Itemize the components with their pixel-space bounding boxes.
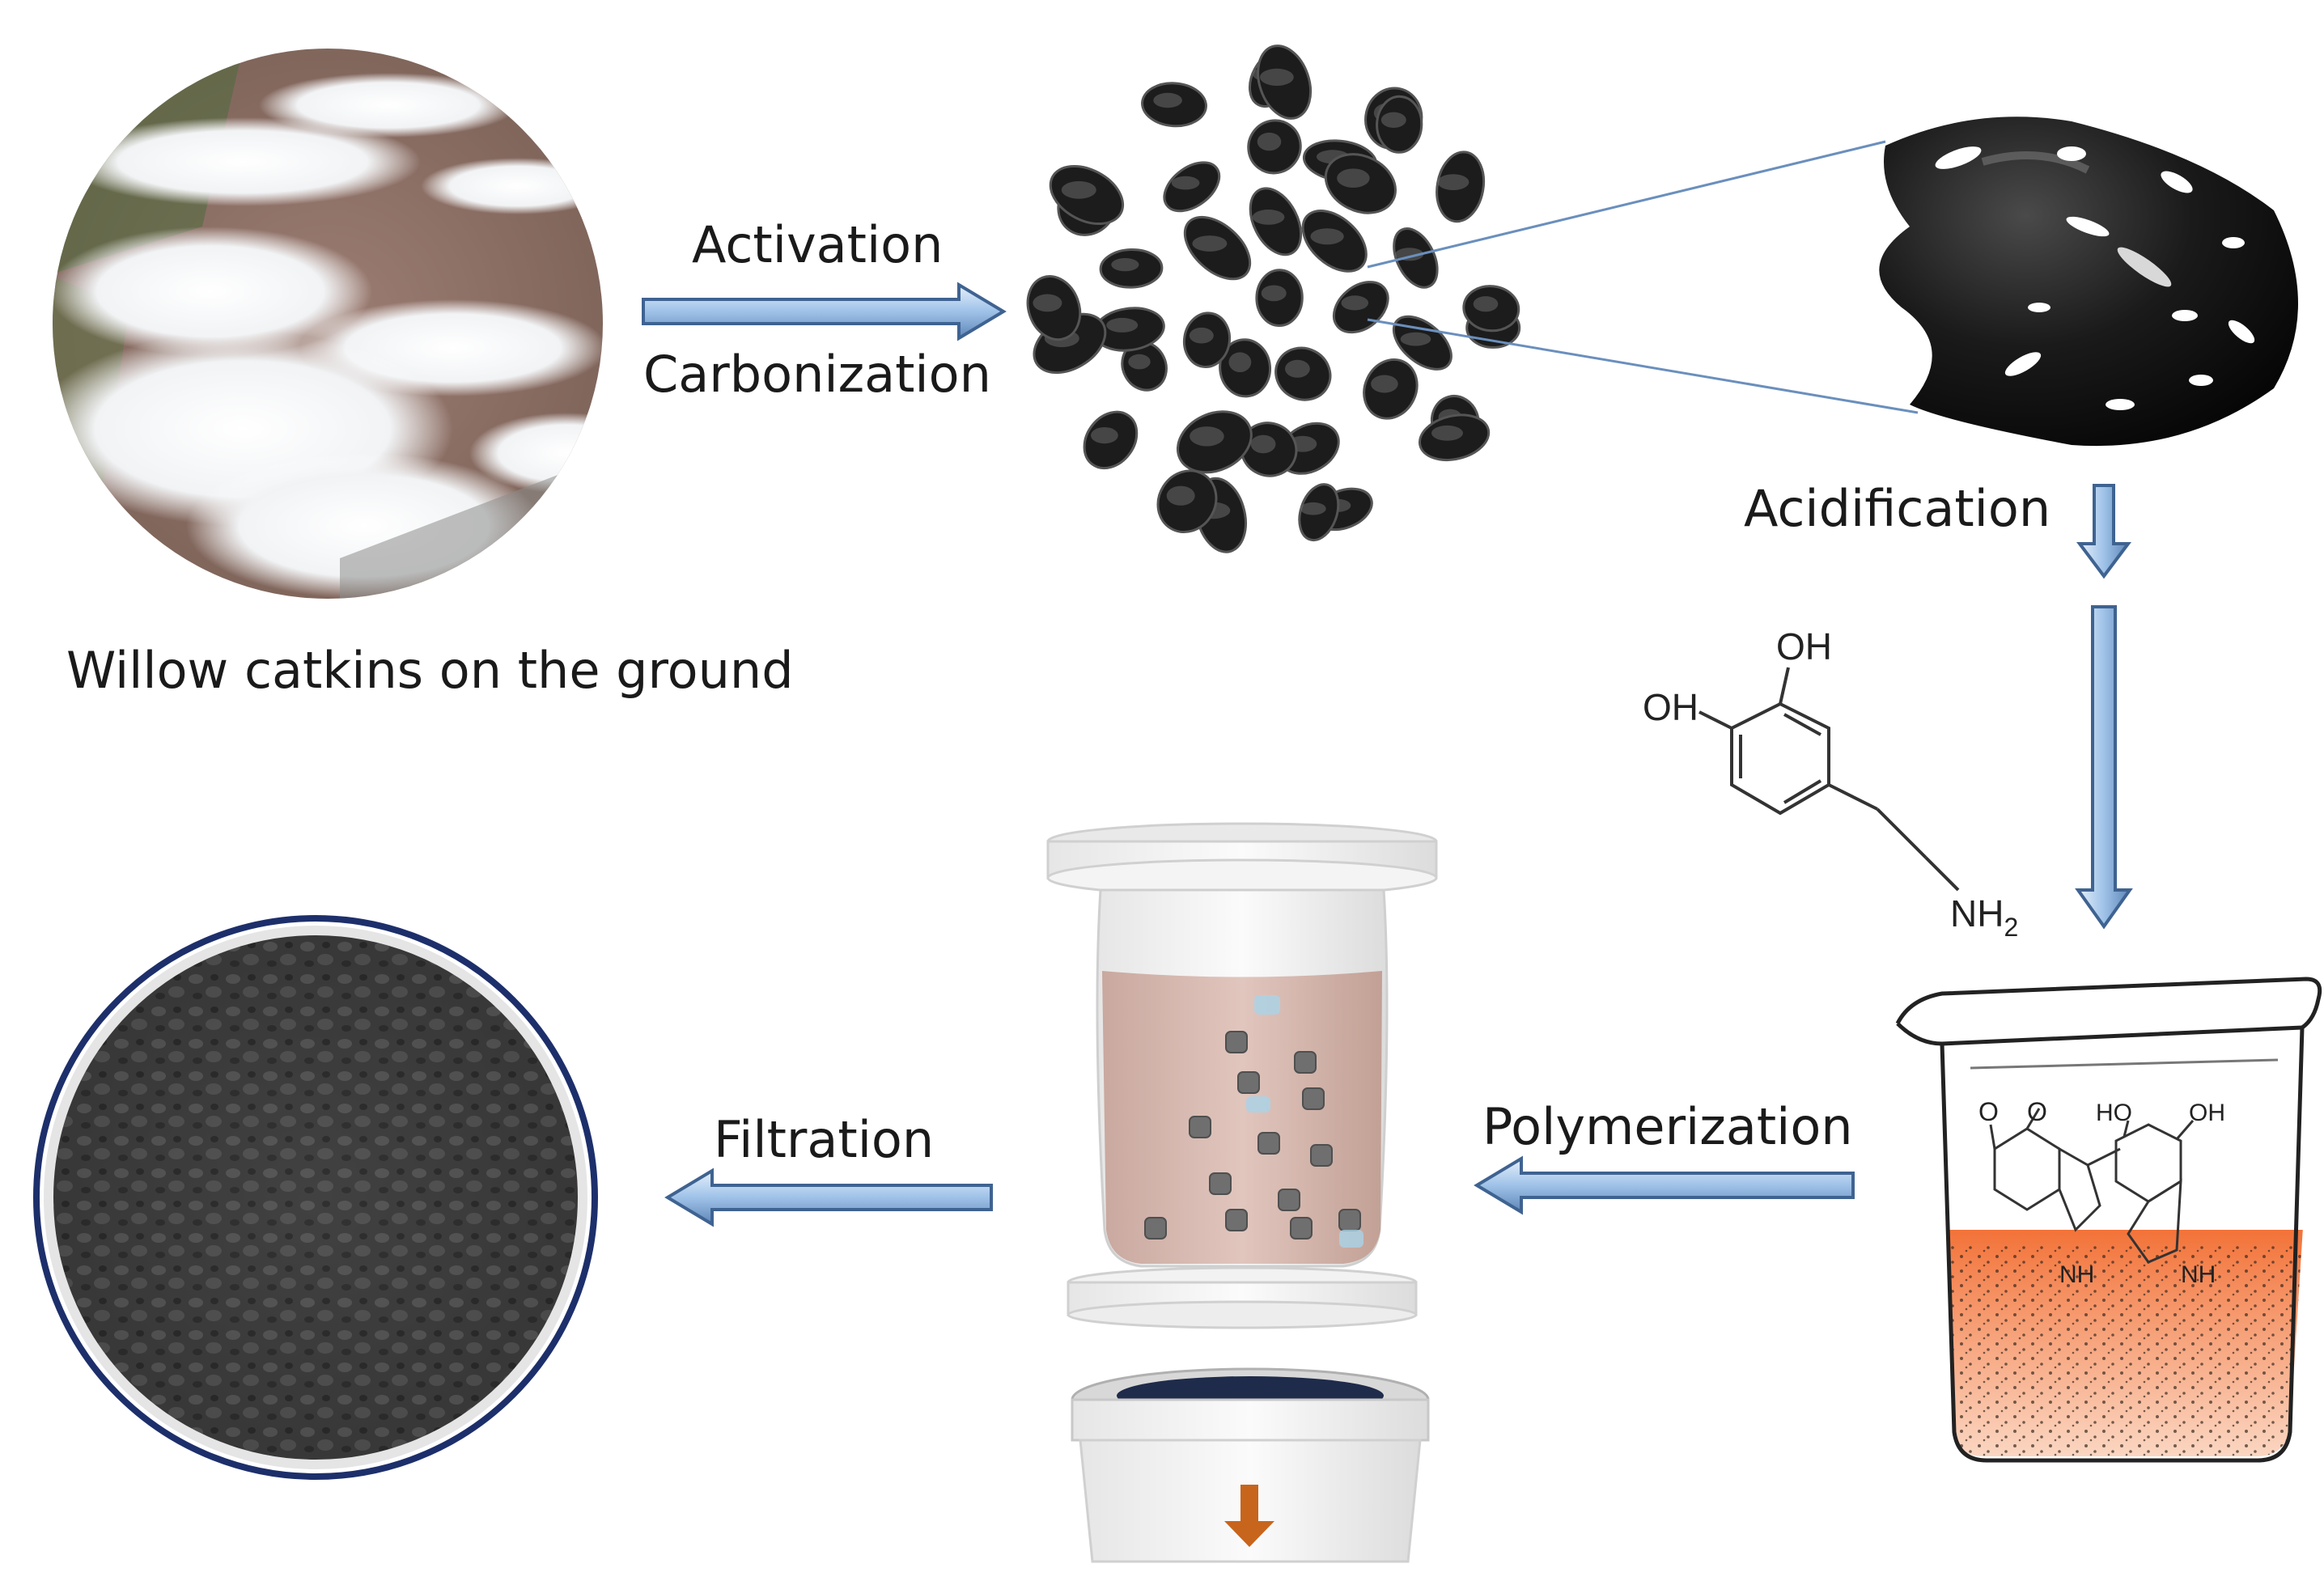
- carbon-particle-highlight: [1260, 68, 1294, 86]
- filtration-arrow: [664, 1168, 993, 1227]
- carbon-particle-highlight: [1437, 174, 1469, 191]
- beaker-nh-right: NH: [2181, 1261, 2216, 1288]
- carbon-particle-highlight: [1192, 235, 1228, 252]
- carbon-particle-highlight: [1300, 502, 1326, 515]
- porous-carbon-particle: [1879, 117, 2298, 447]
- carbon-particle-highlight: [1337, 168, 1370, 188]
- beaker-ho: HO: [2096, 1100, 2132, 1126]
- polymerization-arrow: [1474, 1155, 1855, 1215]
- beaker-oh: OH: [2189, 1100, 2225, 1126]
- carbon-particle-highlight: [1228, 352, 1252, 373]
- oh-top-label: OH: [1776, 625, 1832, 667]
- activation-label: Activation: [692, 215, 944, 274]
- carbon-particle-highlight: [1171, 176, 1200, 190]
- carbon-particle-highlight: [1166, 485, 1195, 506]
- carbon-particle-highlight: [1310, 228, 1344, 245]
- carbon-particle-cluster: [1026, 44, 1521, 553]
- carbon-particle-highlight: [1261, 285, 1287, 302]
- acidification-arrow: [2076, 484, 2131, 579]
- carbon-particle-highlight: [1189, 327, 1214, 344]
- carbon-particle-highlight: [1257, 132, 1282, 151]
- catkins-caption: Willow catkins on the ground: [66, 641, 794, 700]
- down-arrow-to-beaker: [2075, 605, 2133, 930]
- polymerization-label: Polymerization: [1482, 1097, 1853, 1156]
- carbon-particle-highlight: [1091, 427, 1118, 444]
- dopamine-structure: [1698, 667, 1960, 892]
- nh2-label: NH2: [1950, 892, 2018, 942]
- carbon-particle-highlight: [1106, 317, 1139, 333]
- beaker-nh-left: NH: [2059, 1261, 2094, 1288]
- carbon-particle-highlight: [1285, 359, 1310, 378]
- carbonization-label: Carbonization: [643, 345, 991, 404]
- acidification-label: Acidification: [1744, 479, 2051, 538]
- beaker-o1: O: [1978, 1097, 1999, 1126]
- zoom-line-bottom: [1367, 318, 1919, 414]
- zoom-line-top: [1367, 140, 1886, 269]
- filter-funnel: [1071, 1367, 1430, 1563]
- carbon-particle-highlight: [1252, 210, 1285, 225]
- willow-catkins-photo: [53, 49, 603, 599]
- carbon-particle-highlight: [1111, 258, 1139, 272]
- filtration-jar: [1046, 822, 1438, 1329]
- carbon-particle-highlight: [1033, 294, 1062, 312]
- carbon-particle-highlight: [1061, 180, 1096, 199]
- carbon-particle-highlight: [1128, 354, 1151, 370]
- carbon-membrane: [33, 915, 598, 1480]
- carbon-particle-highlight: [1250, 434, 1276, 454]
- flow-down-arrow: [1224, 1485, 1274, 1547]
- carbon-particle-highlight: [1190, 426, 1224, 447]
- carbon-particle-highlight: [1153, 92, 1182, 108]
- activation-arrow: [642, 282, 1007, 341]
- carbon-particle-highlight: [1341, 295, 1369, 311]
- carbon-particle-highlight: [1473, 296, 1499, 312]
- beaker: O O HO OH NH NH: [1895, 977, 2322, 1463]
- beaker-o2: O: [2027, 1097, 2047, 1126]
- carbon-particle-highlight: [1371, 375, 1398, 393]
- carbon-particle-highlight: [1380, 112, 1406, 128]
- carbon-particle-highlight: [1431, 425, 1463, 441]
- oh-left-label: OH: [1643, 686, 1698, 728]
- filtration-label: Filtration: [714, 1110, 935, 1169]
- carbon-particle-highlight: [1400, 332, 1431, 346]
